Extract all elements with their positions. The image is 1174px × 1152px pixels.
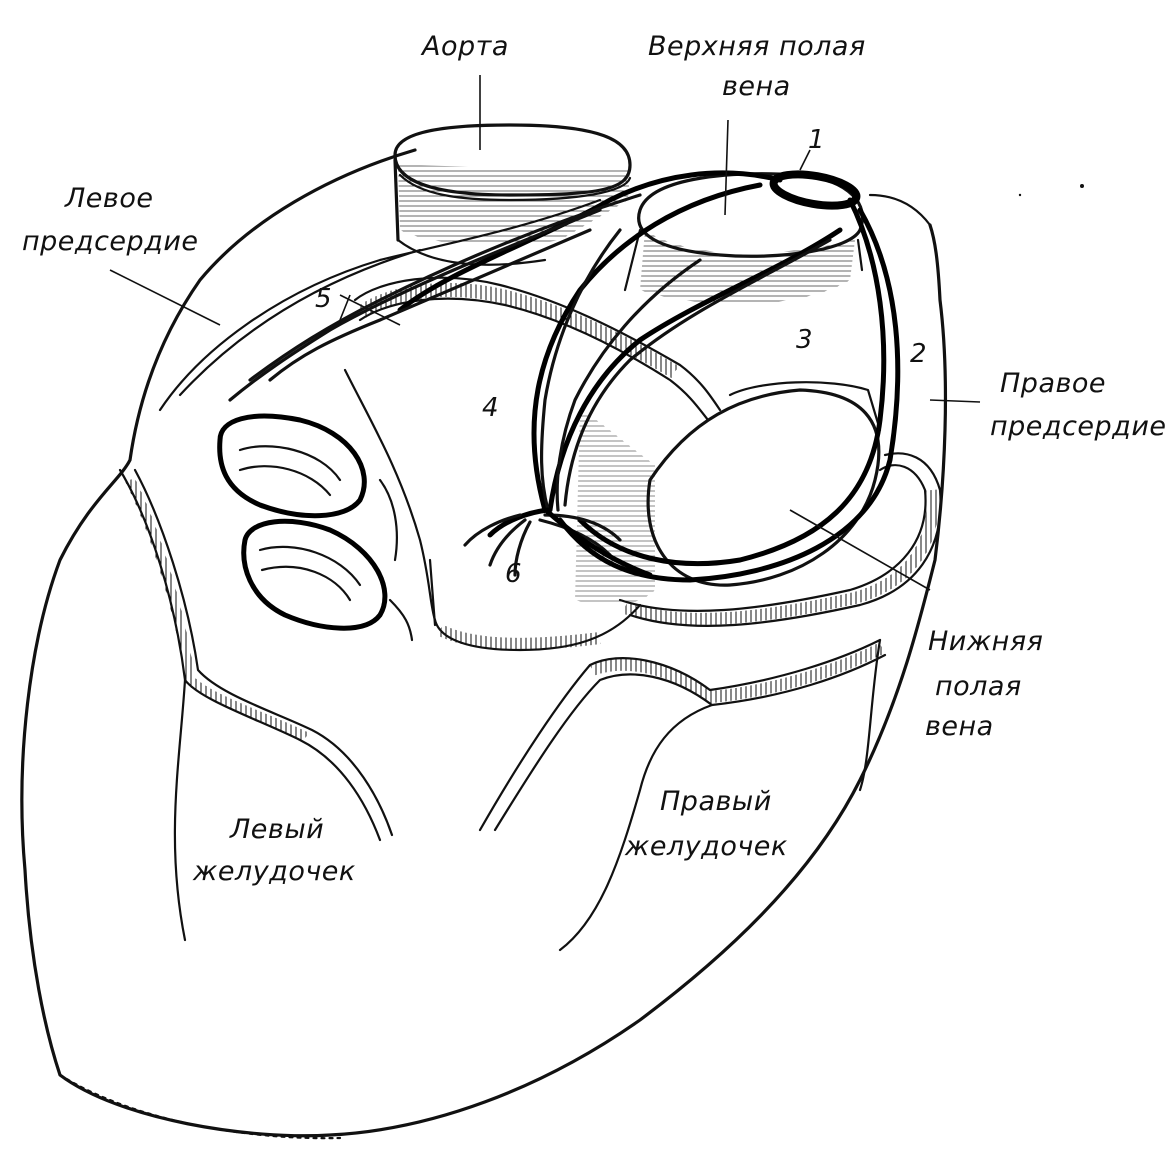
label-ivc-line1: Нижняя bbox=[928, 626, 1043, 657]
right-atrium-rim bbox=[428, 452, 942, 652]
label-ivc-line3: вена bbox=[925, 711, 994, 742]
conduction-pathways bbox=[228, 170, 901, 583]
inferior-vena-cava bbox=[575, 381, 882, 606]
label-lv-line1: Левый bbox=[229, 814, 324, 845]
label-rv-line1: Правый bbox=[660, 786, 772, 817]
label-ivc-line2: полая bbox=[935, 671, 1022, 702]
marker-6: 6 bbox=[505, 559, 522, 589]
marker-5: 5 bbox=[315, 284, 332, 314]
label-svc-line2: вена bbox=[722, 71, 791, 102]
heart-outline bbox=[20, 148, 948, 1140]
marker-4: 4 bbox=[482, 393, 499, 423]
atrioventricular-groove bbox=[478, 638, 887, 952]
marker-3: 3 bbox=[796, 325, 813, 355]
label-la-line2: предсердие bbox=[22, 226, 199, 257]
label-lv-line2: желудочек bbox=[192, 856, 356, 887]
interventricular-groove bbox=[118, 468, 394, 942]
label-aorta: Аорта bbox=[420, 31, 509, 62]
label-ra-line2: предсердие bbox=[990, 411, 1167, 442]
print-specks bbox=[1018, 184, 1084, 197]
left-atrium-outline bbox=[158, 198, 602, 622]
marker-2: 2 bbox=[910, 339, 927, 369]
label-rv-line2: желудочек bbox=[624, 831, 788, 862]
superior-vena-cava bbox=[623, 172, 865, 304]
labels: Аорта Верхняя полая вена Левое предсерди… bbox=[22, 31, 1167, 887]
marker-1: 1 bbox=[808, 125, 825, 155]
label-svc-line1: Верхняя полая bbox=[648, 31, 866, 62]
label-la-line1: Левое bbox=[64, 183, 153, 214]
leader-lines bbox=[109, 75, 981, 591]
number-markers: 1 2 3 4 5 6 bbox=[315, 125, 927, 589]
pulmonary-veins bbox=[217, 413, 414, 642]
sinus-node bbox=[769, 170, 861, 210]
label-ra-line1: Правое bbox=[1000, 368, 1106, 399]
